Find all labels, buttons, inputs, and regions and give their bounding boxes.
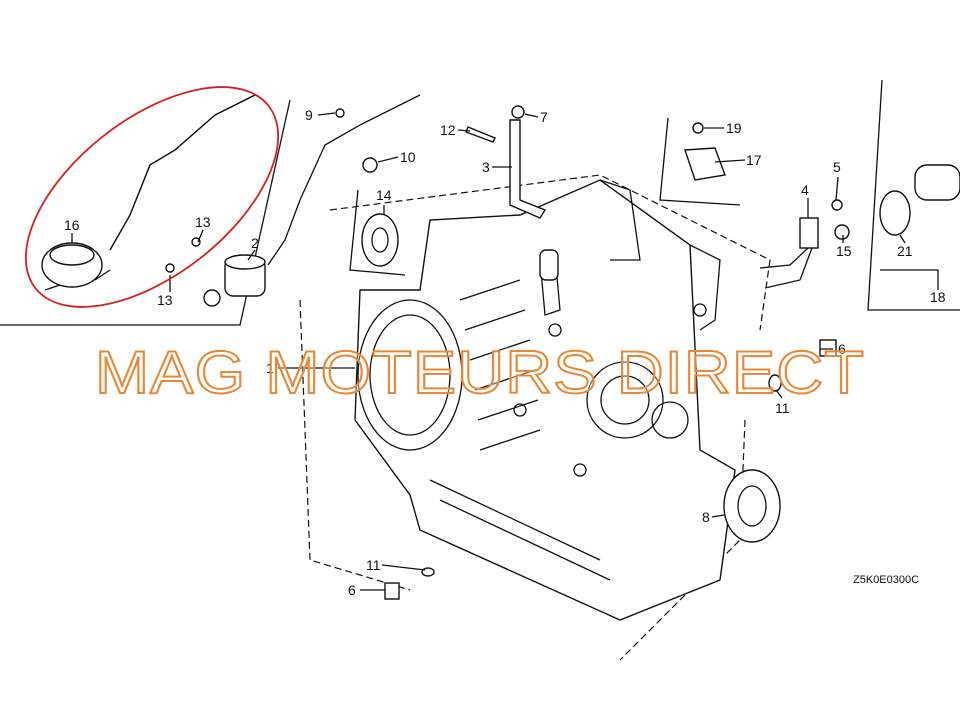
callout-9: 9 — [305, 107, 313, 123]
callout-5: 5 — [833, 159, 841, 175]
callout-10: 10 — [400, 149, 416, 165]
callout-16: 16 — [64, 217, 80, 233]
callout-12: 12 — [440, 122, 456, 138]
callout-3: 3 — [482, 159, 490, 175]
highlight-circle — [24, 86, 280, 308]
leader-lines — [71, 112, 939, 591]
callout-21: 21 — [897, 243, 913, 259]
callout-labels: 9 10 12 7 3 19 17 5 4 15 21 18 14 13 13 … — [64, 107, 946, 598]
callout-7: 7 — [540, 109, 548, 125]
callout-8: 8 — [702, 509, 710, 525]
callout-15: 15 — [836, 243, 852, 259]
callout-11: 11 — [775, 400, 790, 416]
crankcase-block — [354, 179, 736, 621]
choke-cable-assembly — [203, 94, 421, 307]
callout-6: 6 — [348, 582, 356, 598]
diagram-code: Z5K0E0300C — [853, 574, 919, 586]
watermark: MAG MOTEURS DIRECT — [95, 339, 865, 406]
callout-18: 18 — [930, 289, 946, 305]
callout-13: 13 — [157, 292, 173, 308]
callout-1: 1 — [266, 360, 274, 376]
callout-4: 4 — [801, 182, 809, 198]
frame-lines — [0, 79, 960, 661]
callout-6: 6 — [838, 341, 846, 357]
callout-14: 14 — [376, 187, 392, 203]
callout-13: 13 — [195, 214, 211, 230]
throttle-cable-assembly — [41, 94, 256, 291]
callout-11: 11 — [366, 557, 381, 573]
callout-17: 17 — [746, 152, 762, 168]
callout-2: 2 — [251, 235, 259, 251]
callout-19: 19 — [726, 120, 742, 136]
